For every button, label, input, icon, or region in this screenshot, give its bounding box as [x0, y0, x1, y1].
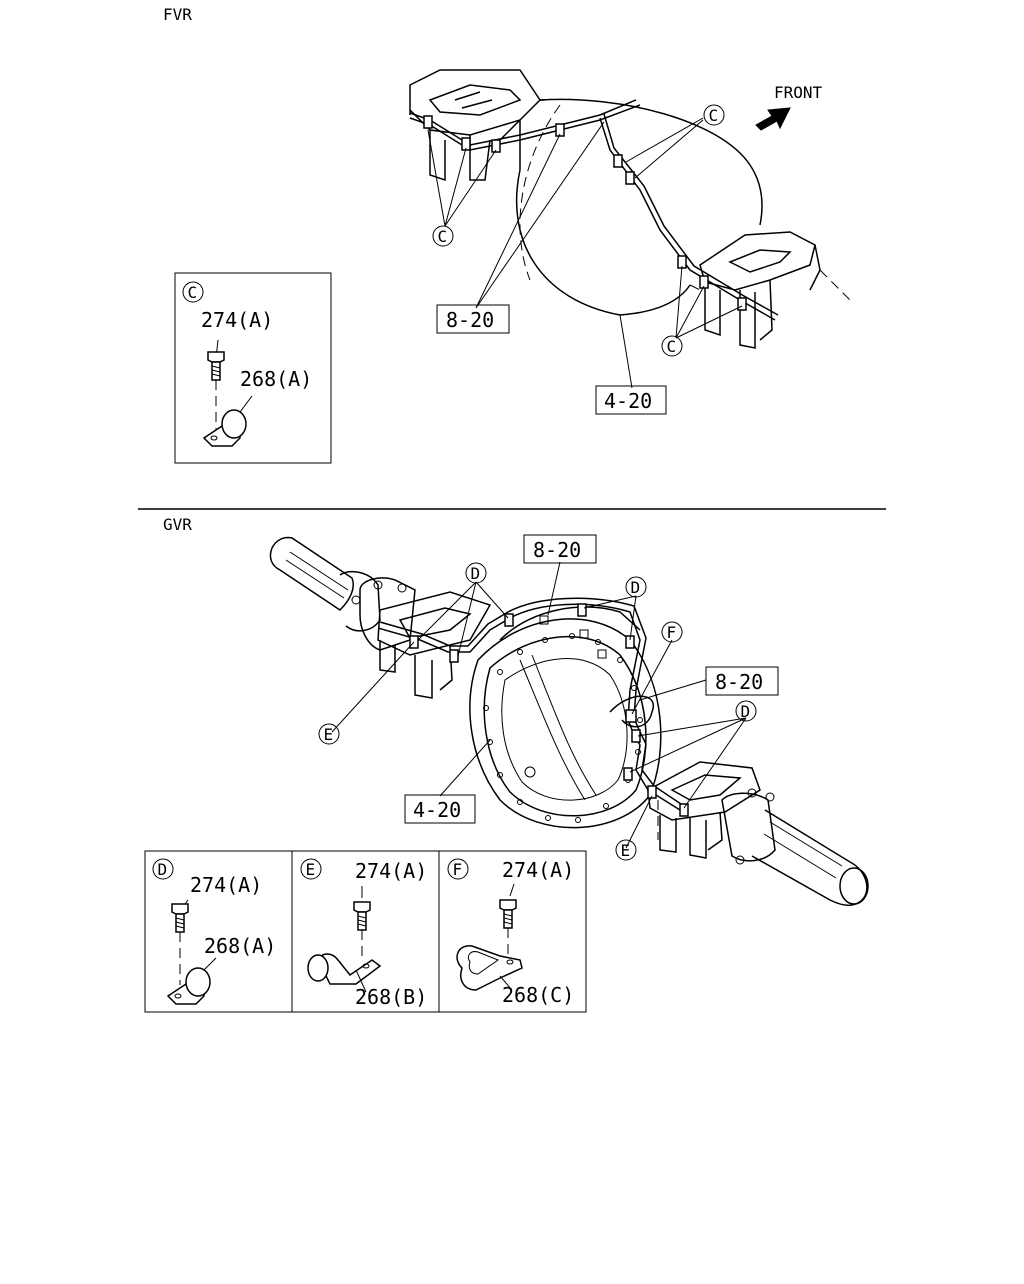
svg-text:C: C	[188, 283, 198, 302]
detail-e-clip: 268(B)	[355, 985, 427, 1009]
bolt-icon	[499, 899, 517, 929]
detail-f-bolt: 274(A)	[502, 858, 574, 882]
p-clip-icon	[166, 957, 217, 1005]
svg-text:D: D	[741, 702, 751, 721]
callout-c-top: C	[703, 104, 725, 126]
svg-text:C: C	[709, 106, 719, 125]
svg-text:D: D	[158, 860, 168, 879]
section-label-fvr: FVR	[163, 5, 192, 24]
callout-e-left: E	[318, 723, 340, 745]
callout-d-top: D	[465, 562, 487, 584]
svg-text:F: F	[453, 860, 463, 879]
svg-text:C: C	[438, 227, 448, 246]
detail-f-clip: 268(C)	[502, 983, 574, 1007]
gvr-axle-illustration	[269, 536, 869, 906]
detail-f: F 274(A) 268(C)	[447, 858, 574, 1007]
ref-box-brake-pipe-fvr: 8-20	[436, 304, 510, 334]
detail-d: D 274(A) 268(A)	[152, 858, 276, 1005]
detail-e-bolt: 274(A)	[355, 859, 427, 883]
svg-text:8-20: 8-20	[533, 538, 581, 562]
front-arrow-icon	[755, 107, 791, 131]
svg-text:D: D	[471, 564, 481, 583]
bolt-icon	[207, 351, 225, 381]
svg-text:8-20: 8-20	[446, 308, 494, 332]
ref-box-brake-pipe-gvr-top: 8-20	[523, 534, 597, 564]
svg-text:4-20: 4-20	[413, 798, 461, 822]
fvr-axle-illustration	[409, 69, 851, 349]
detail-d-bolt: 274(A)	[190, 873, 262, 897]
ref-box-axle-gvr: 4-20	[404, 794, 476, 824]
detail-c-bolt: 274(A)	[201, 308, 273, 332]
gvr-leaders	[331, 561, 747, 849]
p-clip-icon	[202, 395, 253, 447]
strap-clip-icon	[307, 953, 382, 993]
svg-text:E: E	[306, 860, 316, 879]
svg-text:F: F	[667, 623, 677, 642]
detail-panel-def	[144, 850, 587, 1013]
front-label: FRONT	[774, 83, 823, 102]
detail-e: E 274(A) 268(B)	[300, 858, 427, 1009]
callout-d-right: D	[735, 700, 757, 722]
callout-c-left: C	[432, 225, 454, 247]
callout-c-right: C	[661, 335, 683, 357]
svg-text:D: D	[631, 578, 641, 597]
detail-d-clip: 268(A)	[204, 934, 276, 958]
section-label-gvr: GVR	[163, 515, 192, 534]
bolt-icon	[353, 901, 371, 931]
fvr-leaders	[427, 117, 743, 389]
svg-text:4-20: 4-20	[604, 389, 652, 413]
bolt-icon	[171, 903, 189, 933]
callout-d-right-top: D	[625, 576, 647, 598]
svg-text:E: E	[621, 841, 631, 860]
callout-e-right: E	[615, 839, 637, 861]
svg-text:E: E	[324, 725, 334, 744]
housing-bolt-holes	[483, 633, 643, 823]
callout-f: F	[661, 621, 683, 643]
loop-clip-icon	[456, 945, 523, 991]
svg-text:8-20: 8-20	[715, 670, 763, 694]
ref-box-axle-fvr: 4-20	[595, 385, 667, 415]
svg-text:C: C	[667, 337, 677, 356]
detail-c: C 274(A) 268(A)	[174, 272, 332, 464]
detail-c-clip: 268(A)	[240, 367, 312, 391]
ref-box-brake-pipe-gvr-right: 8-20	[705, 666, 779, 696]
